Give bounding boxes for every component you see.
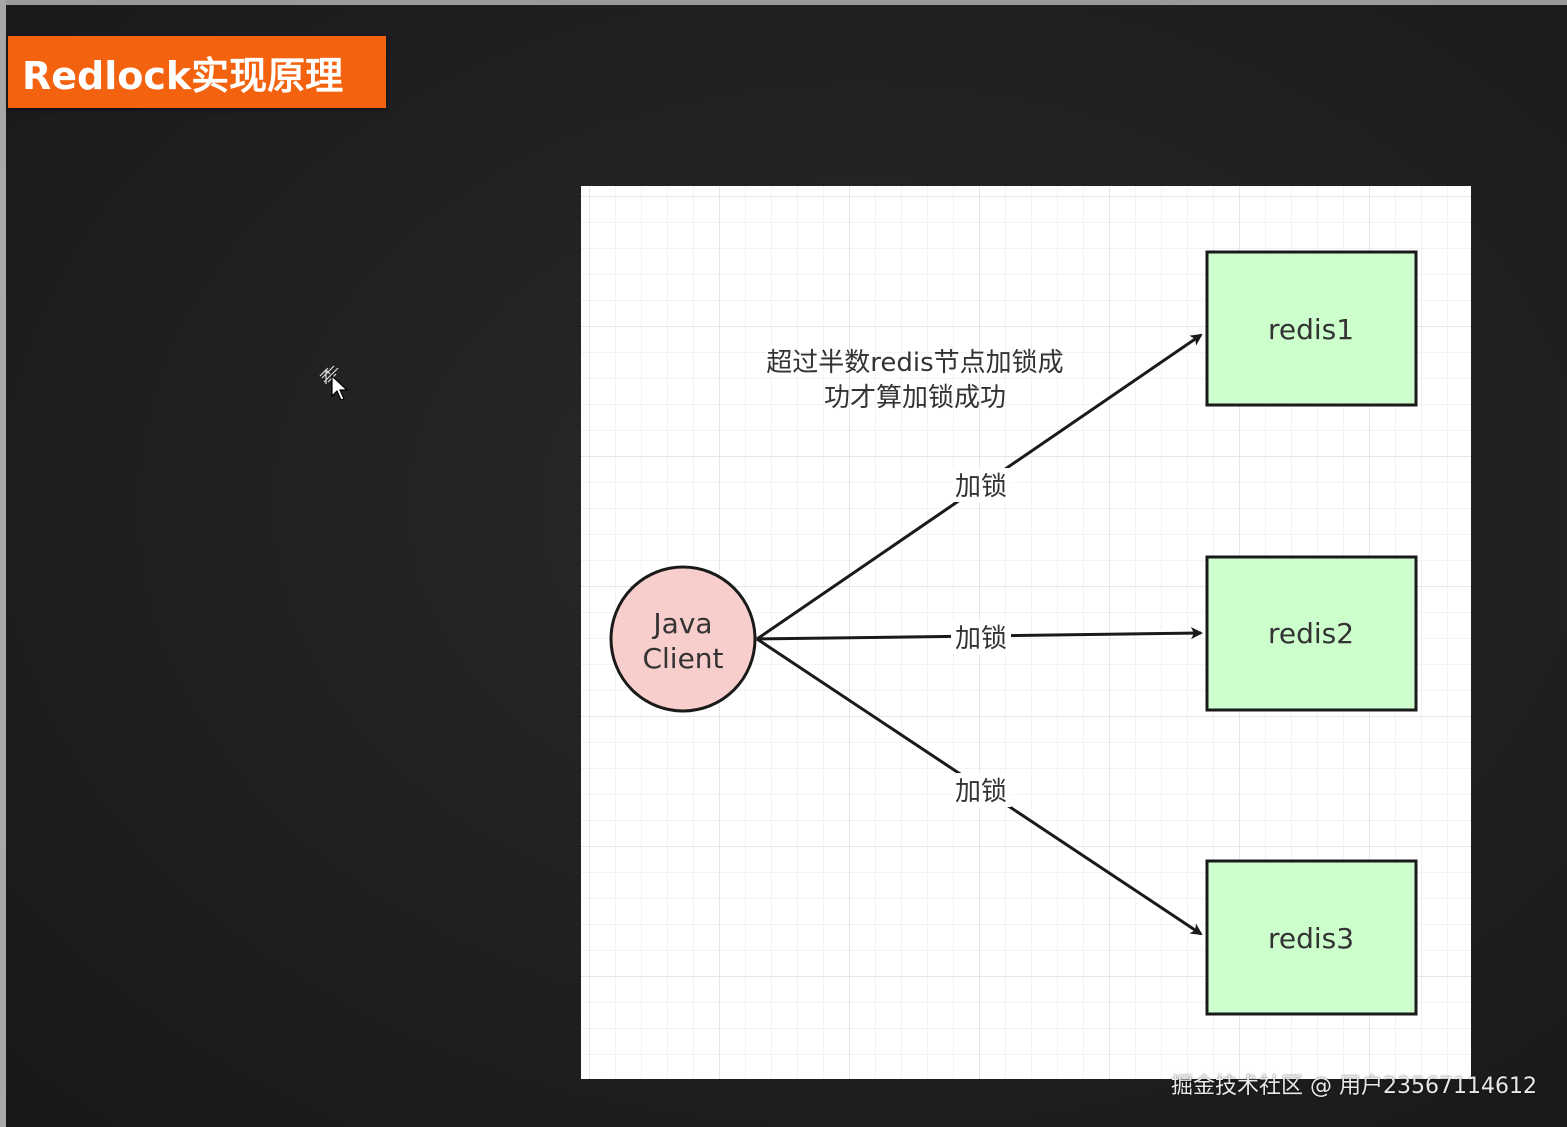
majority-note-line2: 功才算加锁成功 [824,383,1006,413]
edge-label-redis2: 加锁 [955,624,1007,654]
slide-title: Redlock实现原理 [22,53,344,98]
edge-label-bg-1 [951,468,1011,502]
java-client-label-line1: Java [651,607,712,640]
move-cursor-icon [319,365,349,401]
majority-note-line1: 超过半数redis节点加锁成 [766,348,1063,378]
redis3-node [1205,859,1418,1016]
redis1-node [1205,250,1418,407]
redis3-label: redis3 [1268,922,1354,955]
redis1-label: redis1 [1268,313,1354,346]
window-top-edge [0,0,1567,5]
slide-title-banner: Redlock实现原理 [8,36,386,108]
edge-label-redis1: 加锁 [955,472,1007,502]
watermark: 掘金技术社区 @ 用户23567114612 [1171,1074,1537,1099]
edge-label-bg-2 [951,620,1011,654]
java-client-node [609,565,757,713]
redis2-node [1205,555,1418,712]
window-left-edge [0,0,6,1127]
diagram-canvas: 加锁 加锁 加锁 超过半数redis节点加锁成 功才算加锁成功 Java Cli… [581,186,1471,1079]
redlock-diagram: 加锁 加锁 加锁 超过半数redis节点加锁成 功才算加锁成功 Java Cli… [609,250,1418,1016]
java-client-label-line2: Client [642,642,723,675]
edge-label-bg-3 [951,773,1011,807]
redis2-label: redis2 [1268,617,1354,650]
edge-label-redis3: 加锁 [955,777,1007,807]
